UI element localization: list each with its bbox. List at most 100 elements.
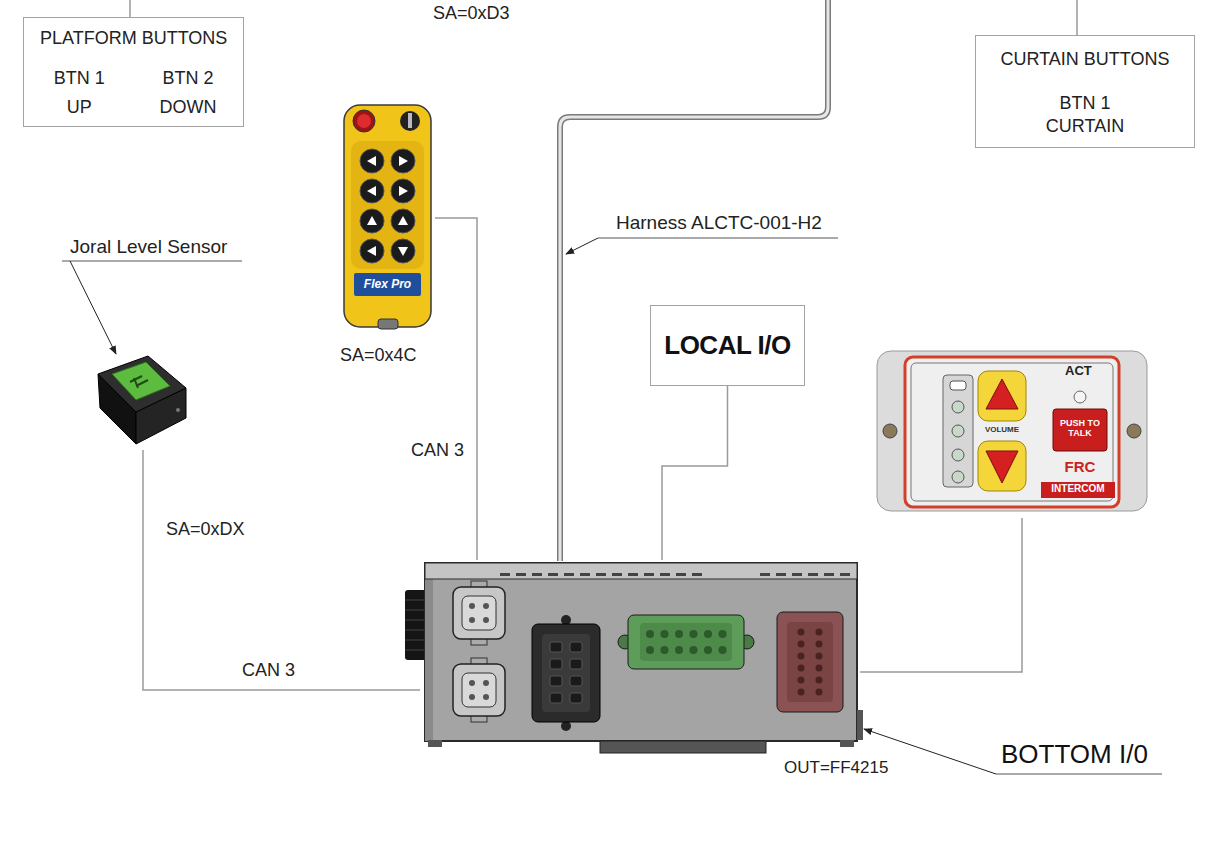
label-underline: [62, 261, 242, 262]
pin: [675, 646, 683, 654]
mount-tab: [600, 741, 766, 753]
io-title: LOCAL I/O: [664, 331, 790, 361]
text-slot: SA=0x4C: [340, 345, 417, 366]
down-triangle: [986, 451, 1018, 483]
dt-connector: [453, 587, 505, 639]
connector-face: [462, 673, 496, 707]
pin: [469, 617, 475, 623]
panel-title: PLATFORM BUTTONS: [40, 28, 227, 49]
button-arrow: [367, 156, 376, 166]
brand-band: [1041, 482, 1115, 498]
panel-title: CURTAIN BUTTONS: [1000, 49, 1169, 70]
text-slot: BOTTOM I/0: [1001, 740, 1148, 770]
harness-cable: [560, 0, 828, 561]
maroon-connector: [777, 612, 843, 712]
remote-control-drawing: [340, 103, 435, 331]
leader-line: [70, 261, 116, 354]
pin: [469, 680, 475, 686]
pin: [483, 680, 489, 686]
pin: [550, 642, 562, 652]
face-plate: [905, 357, 1119, 507]
button-function: DOWN: [160, 97, 217, 118]
remote-button: [391, 209, 415, 233]
led: [952, 449, 964, 461]
text-slot: ACT: [1065, 364, 1092, 379]
vent-slot: [564, 573, 574, 576]
vent-slot: [596, 573, 606, 576]
button-name: BTN 2: [163, 68, 214, 89]
button-function: CURTAIN: [1046, 116, 1124, 137]
pin: [690, 630, 698, 638]
vent-slot: [532, 573, 542, 576]
text-slot: FRC: [1053, 458, 1107, 475]
pin: [483, 694, 489, 700]
wire-connector: [662, 386, 728, 560]
led: [952, 471, 964, 483]
foot: [428, 740, 442, 747]
led: [952, 425, 964, 437]
text-slot: INTERCOM: [1041, 483, 1115, 495]
brand-plate: [354, 273, 421, 296]
led: [950, 381, 966, 390]
pin: [469, 694, 475, 700]
vent-slot: [808, 573, 818, 576]
io-label-box: LOCAL I/O: [650, 305, 805, 386]
button-panel: PLATFORM BUTTONSBTN 1BTN 2UPDOWN: [23, 17, 244, 127]
pin: [798, 665, 805, 672]
intercom-panel: ACTVOLUMEPUSH TO TALKFRCINTERCOM: [877, 345, 1147, 518]
annotation-label: OUT=FF4215: [784, 758, 888, 778]
pin: [816, 665, 823, 672]
wire-connector: [435, 218, 477, 560]
black-connector: [532, 624, 600, 722]
level-sensor: Joral Level Sensor: [92, 352, 192, 450]
brand-name: INTERCOM: [1041, 483, 1115, 495]
green-connector: [628, 615, 744, 669]
pin: [704, 630, 712, 638]
pin: [661, 646, 669, 654]
vent-slot: [644, 573, 654, 576]
wire-connector: [860, 518, 1022, 672]
label-underline: [598, 238, 838, 239]
pin: [798, 641, 805, 648]
screw: [176, 408, 180, 412]
text-slot: Flex Pro: [354, 278, 421, 292]
knob-ridge: [405, 610, 425, 611]
annotation-label: SA=0xD3: [433, 3, 510, 24]
pin: [483, 603, 489, 609]
button-name: BTN 1: [1059, 93, 1110, 114]
status-label: ACT: [1065, 364, 1092, 379]
vent-slot: [840, 573, 850, 576]
remote-panel: [351, 141, 424, 269]
vent-slot: [776, 573, 786, 576]
connector-face: [462, 596, 496, 630]
button-arrow: [367, 216, 377, 225]
strap-loop: [378, 319, 398, 329]
sensor-screen: [112, 362, 170, 400]
pin: [816, 653, 823, 660]
vent-slot: [580, 573, 590, 576]
button-label: PUSH TO TALK: [1053, 418, 1107, 439]
estop-ring: [353, 110, 375, 132]
pin: [570, 693, 582, 703]
vent-slot: [824, 573, 834, 576]
face-border: [911, 363, 1113, 501]
knob-ridge: [405, 600, 425, 601]
vent-slot: [692, 573, 702, 576]
button-arrow: [367, 186, 376, 196]
pin: [816, 641, 823, 648]
label-underline: [996, 774, 1162, 775]
pin: [570, 642, 582, 652]
controller-box: BOTTOM I/0: [420, 560, 860, 755]
vent-slot: [548, 573, 558, 576]
bus-label: CAN 3: [240, 660, 297, 681]
remote-button: [360, 209, 384, 233]
address-label: SA=0x4C: [340, 345, 417, 366]
screw: [883, 424, 897, 438]
key-switch: [400, 111, 420, 131]
connector-face: [640, 623, 732, 661]
screw: [1127, 424, 1141, 438]
knob: [405, 590, 427, 660]
pin: [675, 630, 683, 638]
button-function: UP: [67, 97, 92, 118]
pin: [646, 630, 654, 638]
